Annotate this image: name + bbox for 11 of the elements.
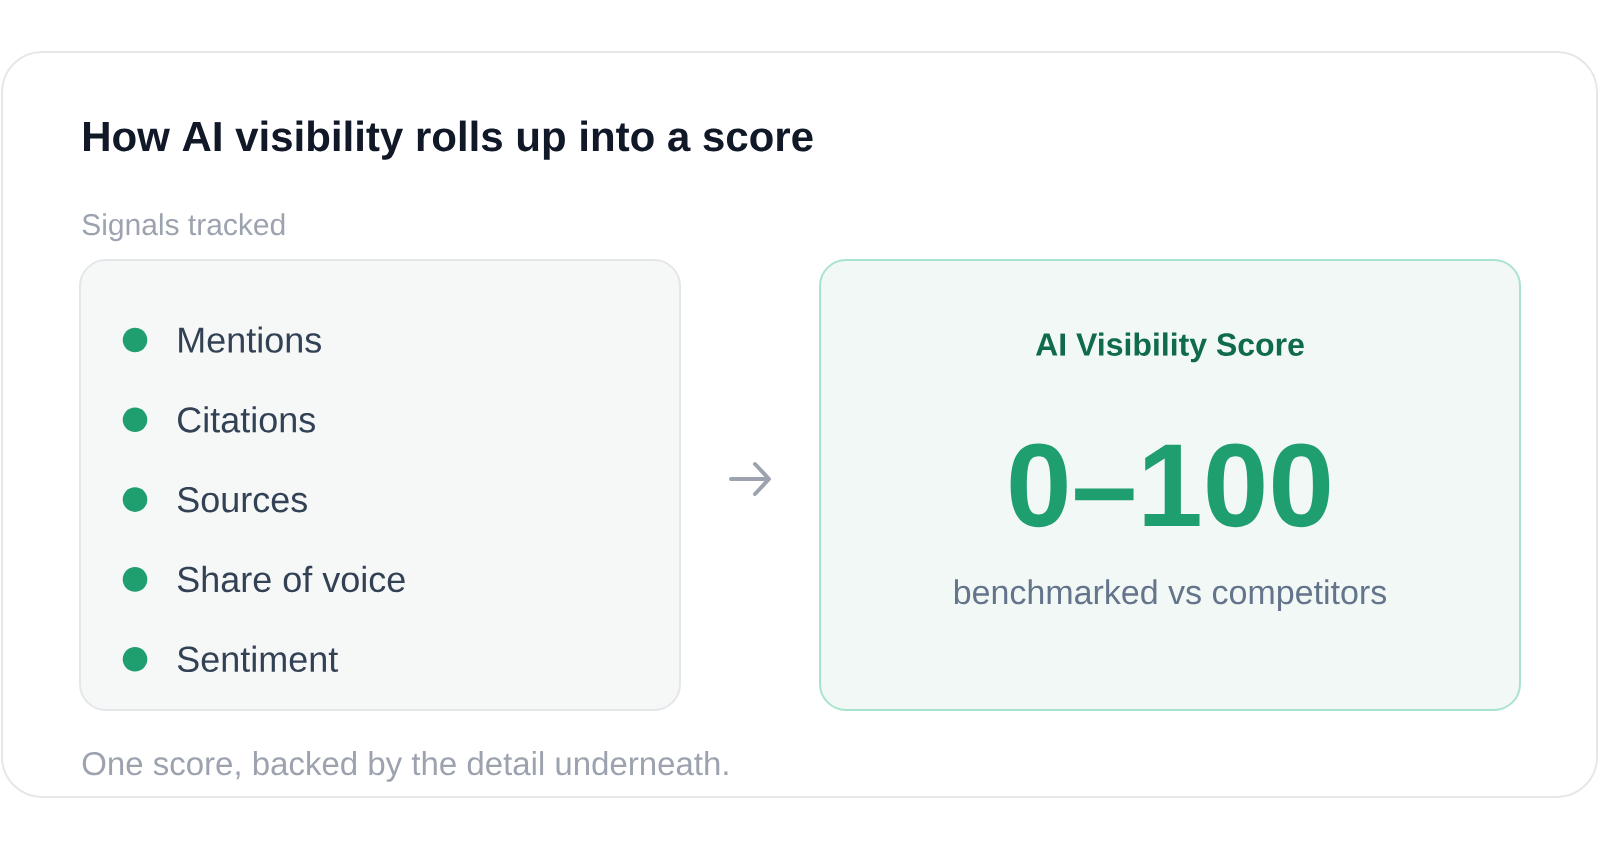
list-item: Mentions xyxy=(179,326,321,353)
list-item: Citations xyxy=(178,406,315,433)
score-range: 0–100 xyxy=(1010,443,1330,528)
panel-subtitle: benchmarked vs competitors xyxy=(954,579,1386,612)
title: How AI visibility rolls up into a score xyxy=(84,120,813,160)
caption: One score, backed by the detail underneath. xyxy=(82,751,728,782)
panel-heading: AI Visibility Score xyxy=(1035,332,1304,363)
list-item: Sentiment xyxy=(177,645,338,673)
section-heading: Signals tracked xyxy=(82,213,285,242)
list-item: Sources xyxy=(177,486,307,513)
list-item: Share of voice xyxy=(177,565,405,593)
